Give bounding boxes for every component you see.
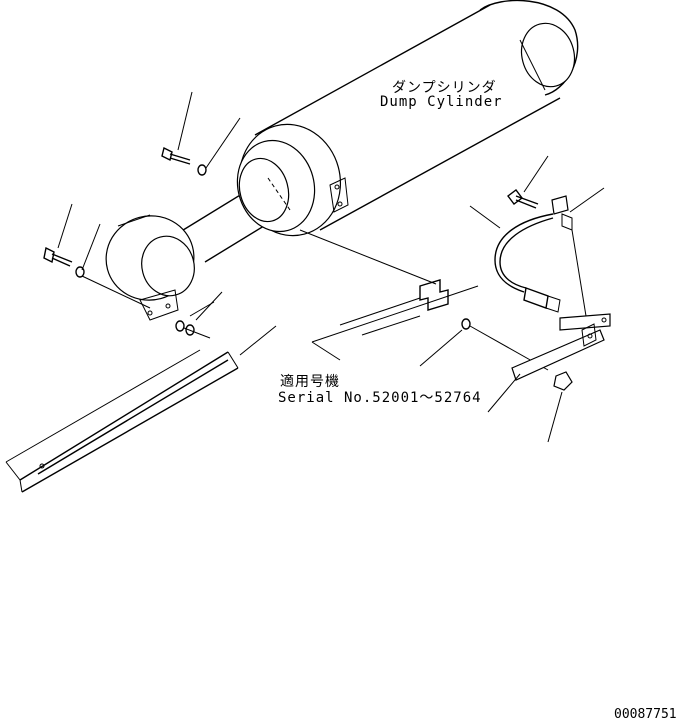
applicability-label-jp: 適用号機: [280, 373, 340, 390]
guide-rail: [5, 325, 277, 493]
cylinder-label-jp: ダンプシリンダ: [392, 80, 497, 96]
sensor-assembly: [469, 155, 611, 443]
small-washers: [175, 291, 223, 339]
rod-clamp: [139, 289, 179, 321]
cylinder-label-en: Dump Cylinder: [380, 94, 503, 110]
serial-label: Serial No.52001～52764: [278, 390, 482, 406]
drawing-number: 00087751: [614, 707, 677, 722]
bolt-upper-left: [161, 91, 193, 165]
washer-upper-left: [197, 117, 241, 176]
dump-cylinder: [105, 0, 579, 301]
bolt-lower-left: [43, 203, 73, 267]
washer-lower-left: [75, 223, 151, 309]
centre-bracket: [299, 229, 549, 371]
